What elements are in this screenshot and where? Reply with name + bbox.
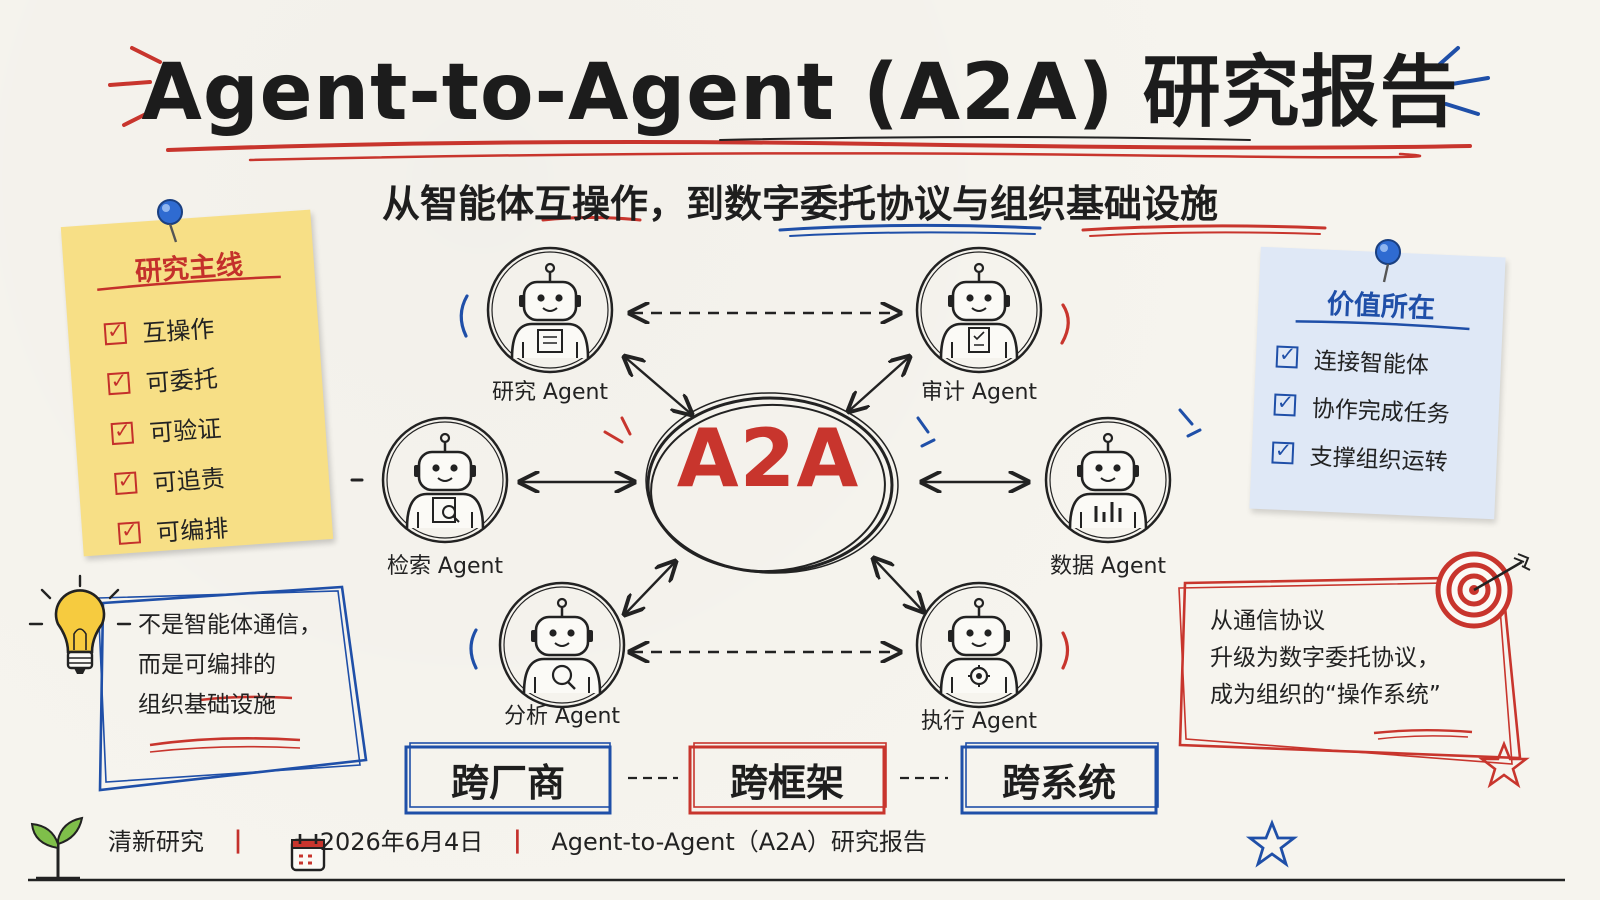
note-heading-underline <box>1295 320 1470 331</box>
checkbox-icon <box>1275 345 1299 369</box>
lightbulb-icon <box>28 574 132 674</box>
note-heading-underline <box>97 275 281 291</box>
page-subtitle: 从智能体互操作，到数字委托协议与组织基础设施 <box>381 182 1218 226</box>
checkbox-icon <box>1273 393 1297 417</box>
subtitle-underlines <box>541 216 1327 237</box>
checkbox-icon <box>117 520 142 545</box>
idea-box-frame <box>97 585 368 792</box>
list-item: 可验证 <box>110 408 222 451</box>
star-icon <box>1245 819 1299 868</box>
bracket-doodles <box>459 294 1070 670</box>
checkbox-icon <box>114 470 138 495</box>
footer-date: 2026年6月4日 <box>319 828 484 856</box>
idea-box-text: 不是智能体通信， 而是可编排的 组织基础设施 <box>138 612 322 718</box>
checkbox-icon <box>110 421 135 445</box>
list-item: 可追责 <box>114 458 226 501</box>
list-item: 可编排 <box>117 508 229 551</box>
sprout-icon <box>30 816 84 880</box>
cross-system-box: 跨系统 <box>1001 761 1116 805</box>
title-doodles <box>108 46 1490 127</box>
footer-separator: | <box>512 825 522 854</box>
list-item: 可委托 <box>107 359 219 402</box>
list-item: 连接智能体 <box>1275 340 1452 382</box>
agent-label-data: 数据 Agent <box>1049 554 1167 579</box>
title-underline <box>166 136 1472 162</box>
goal-box-text: 从通信协议 升级为数字委托协议， 成为组织的“操作系统” <box>1210 608 1441 708</box>
robot-icon <box>915 246 1043 374</box>
checkbox-icon <box>107 371 131 395</box>
robot-icon <box>915 581 1043 709</box>
footer-brand: 清新研究 <box>108 828 204 856</box>
agent-label-research: 研究 Agent <box>491 380 609 405</box>
footer: 清新研究 | 2026年6月4日 | Agent-to-Agent（A2A）研究… <box>108 822 927 857</box>
value-note: 价值所在 连接智能体 协作完成任务 支撑组织运转 <box>1249 246 1506 520</box>
agent-label-execute: 执行 Agent <box>920 709 1038 734</box>
checkbox-icon <box>103 321 128 345</box>
connection-arrows <box>522 313 1026 652</box>
research-mainline-note: 研究主线 互操作 可委托 可验证 可追责 可编排 <box>60 209 334 557</box>
list-item: 协作完成任务 <box>1273 388 1450 430</box>
page-title: Agent-to-Agent (A2A) 研究报告 <box>141 48 1459 138</box>
robot-icon <box>1044 416 1172 544</box>
calendar-icon <box>290 834 326 872</box>
footer-separator: | <box>233 825 243 854</box>
star-icon <box>1478 740 1530 789</box>
list-item: 支撑组织运转 <box>1271 435 1448 477</box>
agent-label-audit: 审计 Agent <box>920 380 1038 405</box>
robot-icon <box>381 416 509 544</box>
cross-framework-box: 跨框架 <box>729 761 844 805</box>
robot-icon <box>498 581 626 709</box>
agent-label-analysis: 分析 Agent <box>503 704 621 729</box>
list-item: 互操作 <box>103 309 215 352</box>
mainline-list: 互操作 可委托 可验证 可追责 可编排 <box>103 309 230 566</box>
agent-label-search: 检索 Agent <box>386 554 504 579</box>
robot-icon <box>486 246 614 374</box>
a2a-core-label: A2A <box>676 412 860 505</box>
cross-boxes <box>404 742 1159 815</box>
checkbox-icon <box>1271 441 1295 465</box>
target-icon <box>1435 551 1531 629</box>
footer-report-name: Agent-to-Agent（A2A）研究报告 <box>551 828 927 856</box>
pushpin-icon <box>157 199 183 243</box>
pushpin-icon <box>1375 239 1401 283</box>
cross-vendor-box: 跨厂商 <box>450 761 565 805</box>
value-list: 连接智能体 协作完成任务 支撑组织运转 <box>1271 340 1453 492</box>
a2a-ellipse <box>645 392 899 574</box>
a2a-spark-marks <box>350 408 1202 482</box>
